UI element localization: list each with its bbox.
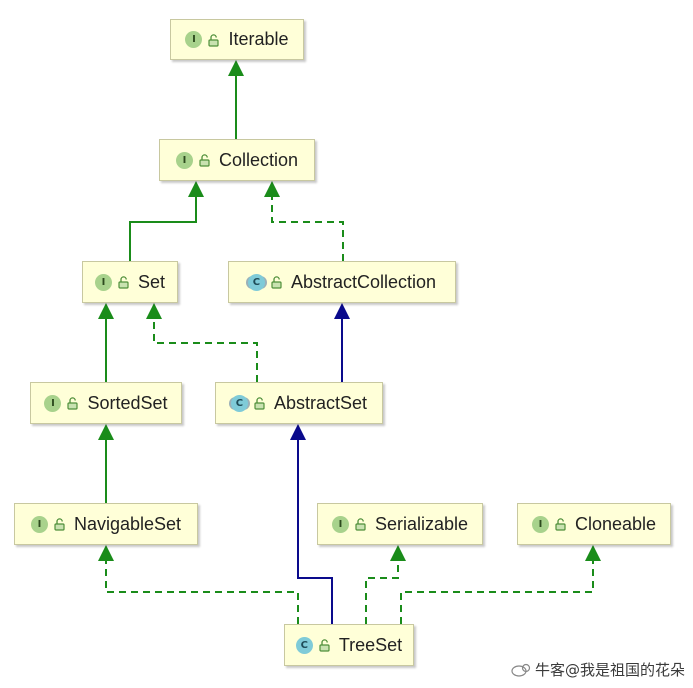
unlocked-lock-icon <box>355 518 366 531</box>
edge-treeset-implements-serializable <box>365 545 406 624</box>
edge-line <box>271 195 344 261</box>
edge-line <box>153 317 258 382</box>
node-label: Cloneable <box>574 513 657 534</box>
edge-line <box>365 559 399 624</box>
node-serializable[interactable]: I Serializable <box>317 503 483 545</box>
abstract-class-icon: C <box>230 394 248 412</box>
watermark-text: 牛客@我是祖国的花朵 <box>534 661 685 679</box>
edge-treeset-implements-cloneable <box>400 545 601 624</box>
edge-arrowhead <box>334 303 350 319</box>
edge-set-extends-collection <box>129 181 204 261</box>
edge-collection-extends-iterable <box>228 60 244 139</box>
node-set[interactable]: I Set <box>82 261 178 303</box>
unlocked-lock-icon <box>555 518 566 531</box>
edge-abstractset-extends-abstractcollection <box>334 303 350 382</box>
edge-arrowhead <box>146 303 162 319</box>
unlocked-lock-icon <box>54 518 65 531</box>
node-label: AbstractCollection <box>290 271 437 292</box>
edge-line <box>129 195 197 261</box>
edge-arrowhead <box>228 60 244 76</box>
edge-navigableset-extends-sortedset <box>98 424 114 503</box>
node-sorted-set[interactable]: I SortedSet <box>30 382 182 424</box>
node-label: Collection <box>218 149 299 170</box>
edge-line <box>400 559 594 624</box>
edge-arrowhead <box>188 181 204 197</box>
edge-arrowhead <box>264 181 280 197</box>
edge-arrowhead <box>585 545 601 561</box>
unlocked-lock-icon <box>254 397 265 410</box>
class-icon: C <box>295 636 313 654</box>
interface-icon: I <box>94 273 112 291</box>
interface-icon: I <box>44 394 62 412</box>
node-cloneable[interactable]: I Cloneable <box>517 503 671 545</box>
watermark-logo-icon <box>511 663 531 677</box>
edge-line <box>297 438 333 624</box>
interface-icon: I <box>531 515 549 533</box>
node-abstract-collection[interactable]: C AbstractCollection <box>228 261 456 303</box>
edge-abstractcollection-implements-collection <box>264 181 344 261</box>
unlocked-lock-icon <box>208 33 220 47</box>
edge-arrowhead <box>98 545 114 561</box>
interface-icon: I <box>30 515 48 533</box>
unlocked-lock-icon <box>67 397 79 410</box>
unlocked-lock-icon <box>118 276 129 289</box>
node-collection[interactable]: I Collection <box>159 139 315 181</box>
edge-abstractset-implements-set <box>146 303 258 382</box>
edge-sortedset-extends-set <box>98 303 114 382</box>
node-label: NavigableSet <box>73 513 182 534</box>
edge-arrowhead <box>290 424 306 440</box>
interface-icon: I <box>185 31 203 48</box>
node-label: SortedSet <box>87 392 168 413</box>
node-label: Iterable <box>228 29 289 49</box>
node-label: Serializable <box>374 513 469 534</box>
node-abstract-set[interactable]: C AbstractSet <box>215 382 383 424</box>
abstract-class-icon: C <box>247 273 265 291</box>
unlocked-lock-icon <box>199 154 210 167</box>
edge-arrowhead <box>98 303 114 319</box>
unlocked-lock-icon <box>319 639 330 652</box>
unlocked-lock-icon <box>271 276 282 289</box>
edge-treeset-implements-navigableset <box>98 545 299 624</box>
node-iterable[interactable]: I Iterable <box>170 19 304 60</box>
node-label: AbstractSet <box>273 392 368 413</box>
edge-arrowhead <box>98 424 114 440</box>
node-label: TreeSet <box>338 634 403 655</box>
node-navigable-set[interactable]: I NavigableSet <box>14 503 198 545</box>
node-tree-set[interactable]: C TreeSet <box>284 624 414 666</box>
edge-arrowhead <box>390 545 406 561</box>
node-label: Set <box>137 271 166 292</box>
edge-line <box>105 559 299 624</box>
interface-icon: I <box>331 515 349 533</box>
edge-treeset-extends-abstractset <box>290 424 333 624</box>
interface-icon: I <box>175 151 193 169</box>
watermark: 牛客@我是祖国的花朵 <box>511 659 685 680</box>
